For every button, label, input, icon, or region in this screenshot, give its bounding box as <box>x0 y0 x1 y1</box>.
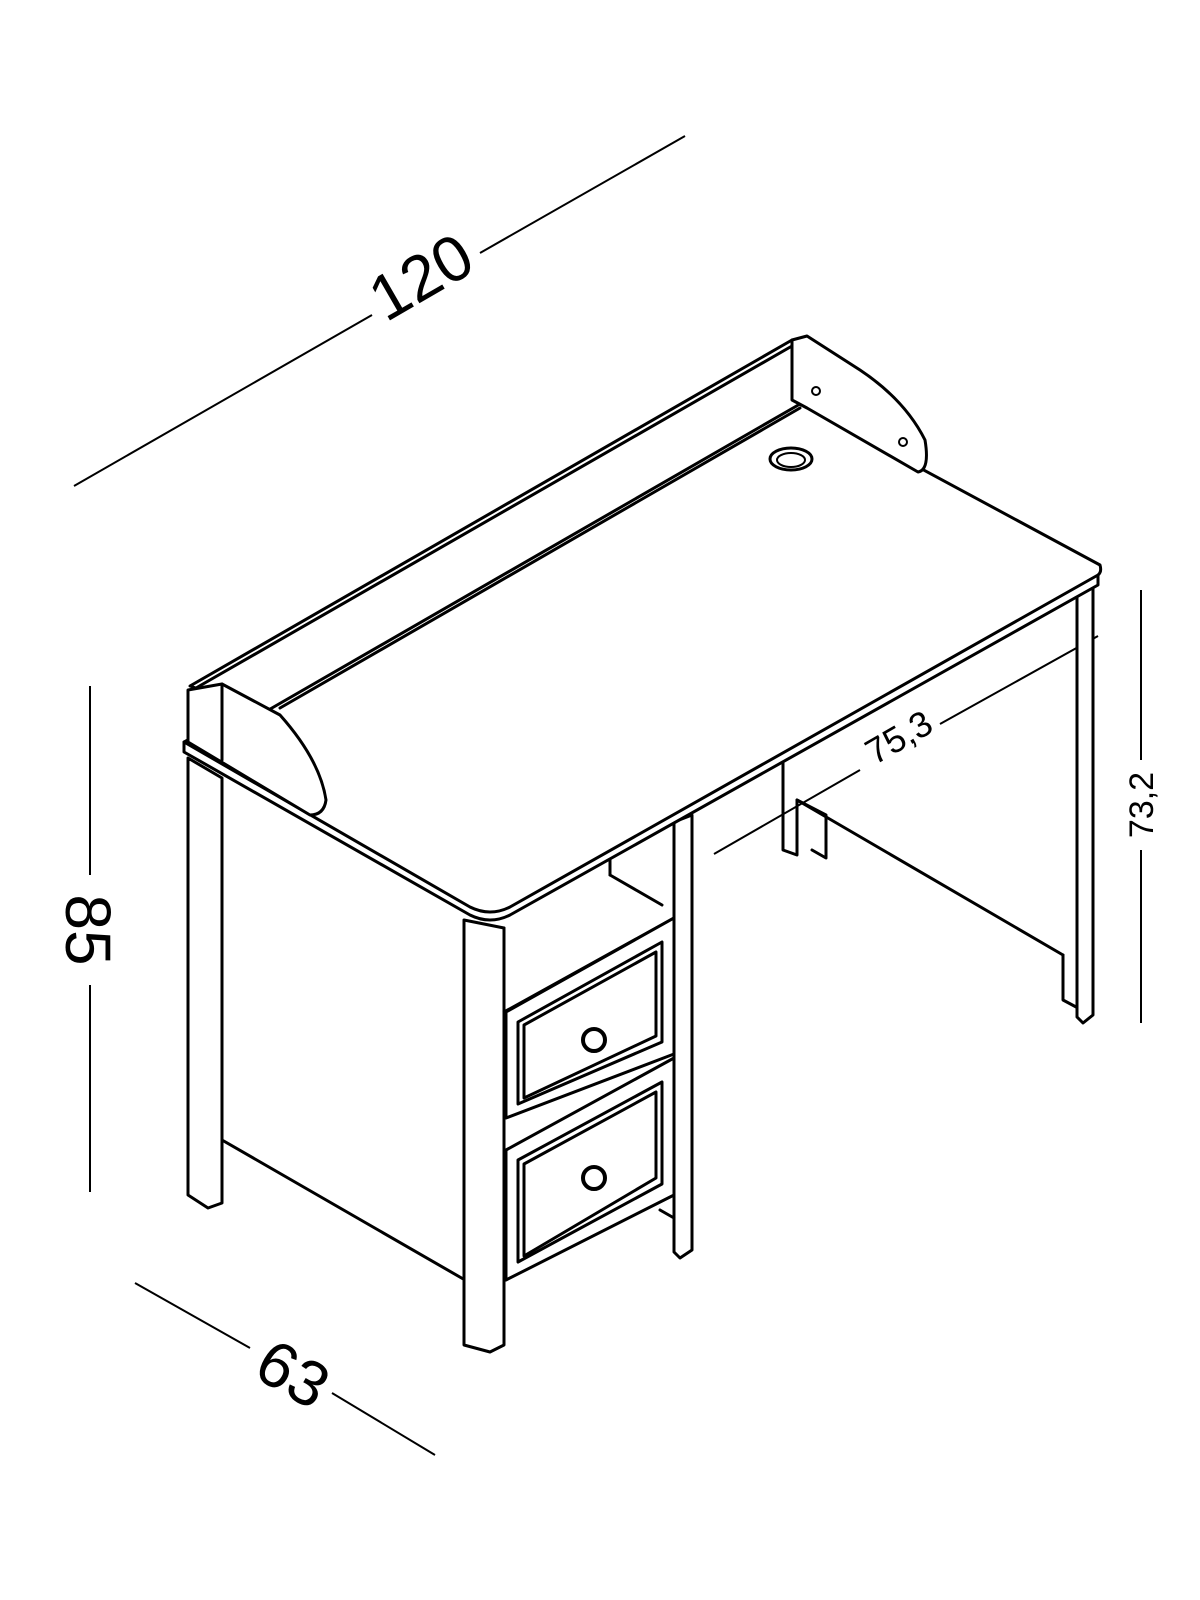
dimension-table-height-label: 73,2 <box>1123 772 1161 838</box>
back-leg <box>781 761 1080 1010</box>
tabletop <box>182 396 1103 922</box>
right-leg <box>1075 580 1095 1025</box>
dimension-width: 120 <box>73 135 686 487</box>
left-leg <box>186 756 467 1282</box>
dimension-total-height: 85 <box>52 686 124 1192</box>
drawer-bottom-knob-icon[interactable] <box>581 1165 607 1191</box>
drawer-top[interactable] <box>504 916 676 1120</box>
dimension-depth: 63 <box>134 1282 436 1456</box>
dimension-total-height-label: 85 <box>52 894 124 965</box>
screw-hole-icon <box>898 437 908 447</box>
dimension-table-height: 73,2 <box>1123 590 1161 1023</box>
dimension-width-label: 120 <box>357 219 485 335</box>
right-side-gallery <box>790 334 928 474</box>
pedestal-front-leg <box>462 918 506 1354</box>
left-side-gallery <box>186 682 328 817</box>
screw-hole-icon <box>811 386 821 396</box>
dimension-depth-label: 63 <box>244 1325 342 1423</box>
drawer-bottom[interactable] <box>504 1056 676 1282</box>
drawer-top-knob-icon[interactable] <box>581 1027 607 1053</box>
